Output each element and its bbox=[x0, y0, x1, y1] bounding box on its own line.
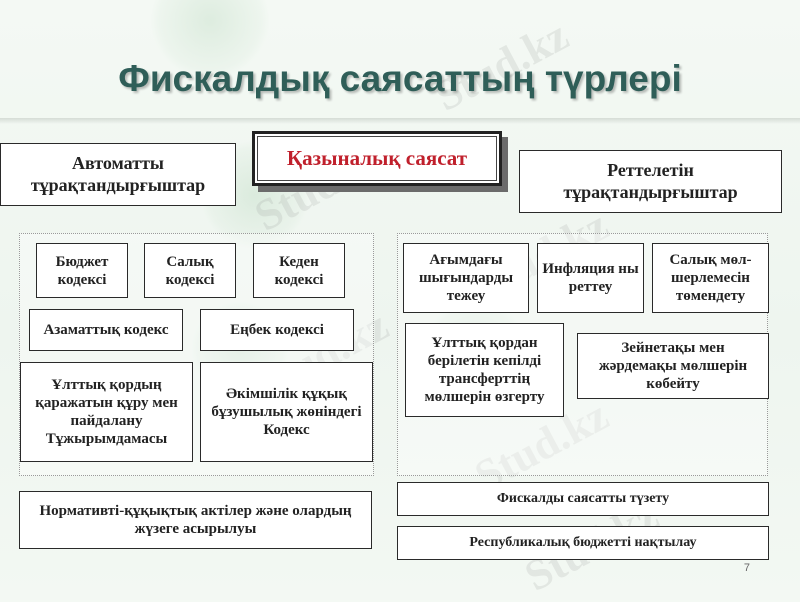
page-number: 7 bbox=[743, 562, 750, 574]
reduce-spending-label: Ағымдағы шығындарды тежеу bbox=[418, 252, 514, 304]
pension-label: Зейнетақы мен жәрдемақы мөлшерін көбейту bbox=[598, 340, 748, 392]
transfer-label: Ұлттық қордан берілетін кепілді трансфер… bbox=[424, 335, 545, 405]
civil-code-box: Азаматтық кодекс bbox=[29, 309, 183, 351]
page-title: Фискалдық саясаттың түрлері bbox=[118, 58, 682, 99]
fiscal-correction-box: Фискалды саясатты түзету bbox=[397, 482, 769, 516]
center-label: Қазыналық саясат bbox=[286, 146, 468, 170]
tax-code-label: Салық кодексі bbox=[165, 253, 215, 288]
tax-code-box: Салық кодексі bbox=[144, 243, 236, 298]
inflation-label: Инфляция ны реттеу bbox=[542, 261, 639, 295]
civil-code-label: Азаматтық кодекс bbox=[43, 322, 169, 338]
budget-code-box: Бюджет кодексі bbox=[36, 243, 128, 298]
tax-rate-box: Салық мөл-шерлемесін төмендету bbox=[652, 243, 769, 313]
budget-code-label: Бюджет кодексі bbox=[55, 253, 109, 288]
admin-code-box: Әкімшілік құқық бұзушылық жөніндегі Коде… bbox=[200, 362, 373, 462]
left-header-label: Автоматты тұрақтандырғыштар bbox=[30, 152, 206, 195]
budget-clarify-label: Республикалық бюджетті нақтылау bbox=[469, 534, 697, 550]
pension-box: Зейнетақы мен жәрдемақы мөлшерін көбейту bbox=[577, 333, 769, 399]
admin-code-label: Әкімшілік құқық бұзушылық жөніндегі Коде… bbox=[211, 386, 362, 438]
reduce-spending-box: Ағымдағы шығындарды тежеу bbox=[403, 243, 529, 313]
national-fund-label: Ұлттық қордың қаражатын құру мен пайдала… bbox=[35, 377, 178, 447]
inflation-box: Инфляция ны реттеу bbox=[537, 243, 644, 313]
labor-code-label: Еңбек кодексі bbox=[230, 322, 324, 338]
normative-acts-label: Нормативті-құқықтық актілер және олардың… bbox=[39, 503, 352, 537]
budget-clarify-box: Республикалық бюджетті нақтылау bbox=[397, 526, 769, 560]
center-box: Қазыналық саясат bbox=[252, 131, 502, 186]
right-header-label: Реттелетін тұрақтандырғыштар bbox=[563, 159, 738, 202]
fiscal-correction-label: Фискалды саясатты түзету bbox=[496, 490, 670, 506]
title-divider bbox=[0, 118, 800, 124]
transfer-box: Ұлттық қордан берілетін кепілді трансфер… bbox=[405, 323, 564, 417]
national-fund-box: Ұлттық қордың қаражатын құру мен пайдала… bbox=[20, 362, 193, 462]
customs-code-label: Кеден кодексі bbox=[274, 253, 324, 288]
normative-acts-box: Нормативті-құқықтық актілер және олардың… bbox=[19, 491, 372, 549]
left-header: Автоматты тұрақтандырғыштар bbox=[0, 143, 236, 206]
customs-code-box: Кеден кодексі bbox=[253, 243, 345, 298]
labor-code-box: Еңбек кодексі bbox=[200, 309, 354, 351]
tax-rate-label: Салық мөл-шерлемесін төмендету bbox=[669, 252, 752, 304]
right-header: Реттелетін тұрақтандырғыштар bbox=[519, 150, 782, 213]
